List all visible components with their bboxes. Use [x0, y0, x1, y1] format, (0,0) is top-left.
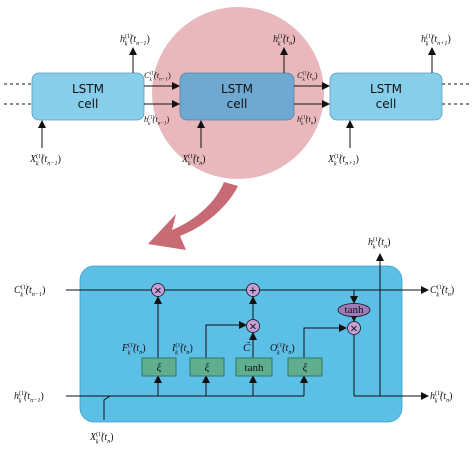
svg-text:+: + [249, 286, 257, 297]
label-link-c-left: C(1)k(tn−1) [144, 70, 171, 83]
cell-left-label-1: LSTM [72, 82, 104, 96]
math-text: C̃ [243, 341, 251, 354]
math-text: C(1)k(tn) [430, 284, 454, 299]
label-output: O(1)k(tn) [270, 342, 295, 357]
cell-center-label-1: LSTM [221, 82, 253, 96]
math-text: C(1)k(tn−1) [144, 70, 171, 83]
label-x-detail: X(1)k(tn) [89, 431, 114, 446]
label-h-out: h(1)k(tn) [430, 390, 453, 405]
cell-right-label-1: LSTM [370, 82, 402, 96]
label-h-top: h(1)k(tn) [368, 236, 391, 251]
label-x-right: X(1)k(tn+1) [327, 153, 359, 168]
input-to-mult [205, 321, 247, 358]
input-gate: ξ [189, 357, 225, 377]
label-h-in: h(1)k(tn−1) [14, 390, 44, 405]
cell-right-label-2: cell [376, 97, 397, 111]
label-link-h-left: h(1)k(tn−1) [144, 114, 170, 127]
svg-text:ξ: ξ [157, 362, 162, 374]
math-text: h(1)k(tn−1) [14, 390, 44, 405]
svg-text:×: × [154, 286, 162, 297]
zoom-arrow [148, 182, 238, 250]
math-text: h(1)k(tn+1) [421, 33, 451, 48]
x-input-line [103, 395, 111, 420]
svg-text:×: × [350, 324, 358, 335]
svg-text:ξ: ξ [205, 362, 210, 374]
forget-multiply-op: × [151, 283, 165, 297]
math-text: O(1)k(tn) [270, 342, 295, 357]
svg-text:tanh: tanh [245, 362, 264, 374]
cell-center-label-2: cell [227, 97, 248, 111]
cell-left-label-2: cell [78, 97, 99, 111]
math-text: X(1)k(tn+1) [327, 153, 359, 168]
math-text: h(1)k(tn) [430, 390, 453, 405]
output-multiply-op: × [347, 321, 361, 335]
label-link-c-right: C(1)k(tn) [297, 70, 318, 83]
forget-gate: ξ [141, 357, 177, 377]
math-text: C(1)k(tn) [297, 70, 318, 83]
math-text: h(1)k(tn) [368, 236, 391, 251]
svg-text:×: × [249, 322, 257, 333]
label-h-center-out: h(1)k(tn) [273, 33, 296, 48]
label-c-in: C(1)k(tn−1) [14, 284, 45, 299]
math-text: X(1)k(tn−1) [29, 153, 61, 168]
candidate-gate: tanh [235, 357, 273, 377]
label-candidate: C̃ [243, 341, 251, 354]
math-text: X(1)k(tn) [181, 153, 206, 168]
math-text: h(1)k(tn−1) [120, 33, 150, 48]
label-x-left: X(1)k(tn−1) [29, 153, 61, 168]
detail-panel [79, 265, 403, 423]
math-text: F(1)k(tn) [121, 342, 146, 357]
svg-text:tanh: tanh [345, 304, 364, 316]
math-text: X(1)k(tn) [89, 431, 114, 446]
output-to-mult [303, 324, 347, 358]
math-text: h(1)k(tn) [297, 114, 316, 127]
label-h-left-out: h(1)k(tn−1) [120, 33, 150, 48]
cell-add-op: + [246, 283, 260, 297]
math-text: h(1)k(tn) [273, 33, 296, 48]
label-c-out: C(1)k(tn) [430, 284, 454, 299]
math-text: C(1)k(tn−1) [14, 284, 45, 299]
output-gate: ξ [287, 357, 323, 377]
svg-text:ξ: ξ [303, 362, 308, 374]
label-h-right-out: h(1)k(tn+1) [421, 33, 451, 48]
lstm-cell-right [329, 72, 443, 121]
label-x-center: X(1)k(tn) [181, 153, 206, 168]
tanh-op: tanh [337, 303, 371, 317]
lstm-cell-center [179, 72, 295, 121]
label-link-h-right: h(1)k(tn) [297, 114, 316, 127]
input-multiply-op: × [246, 319, 260, 333]
math-text: h(1)k(tn−1) [144, 114, 170, 127]
label-input: I(1)k(tn) [171, 342, 193, 357]
math-text: I(1)k(tn) [171, 342, 193, 357]
lstm-cell-left [31, 72, 145, 121]
label-forget: F(1)k(tn) [121, 342, 146, 357]
